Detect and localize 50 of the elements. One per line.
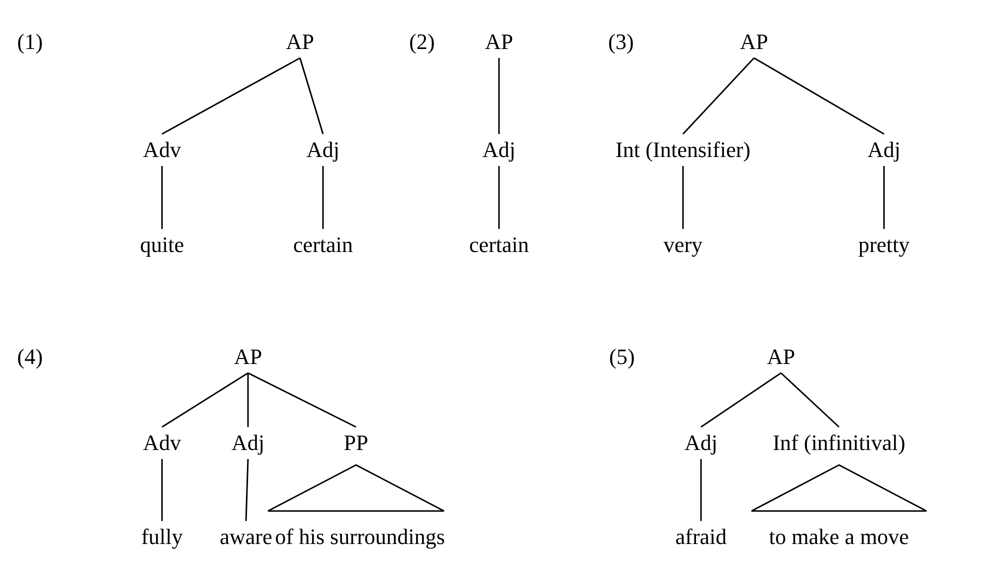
tree-branch [245,458,249,522]
triangle-shape [267,464,445,512]
tree-label: Adj [868,136,900,164]
tree-label: very [663,231,703,259]
example-number: (3) [608,28,634,56]
tree-branch [161,459,163,521]
tree-branch [883,166,885,229]
tree-label: certain [469,231,529,259]
tree-branch [498,166,500,229]
tree-label: Inf (infinitival) [772,429,906,457]
tree-branch [682,166,684,229]
tree-label: Adj [306,136,340,164]
tree-label: Int (Intensifier) [616,136,750,164]
tree-branch [754,57,884,135]
tree-branch [162,57,300,135]
triangle-shape [750,464,928,512]
example-number: (1) [17,28,43,56]
tree-branch [498,58,500,134]
tree-branch [161,166,163,229]
tree-label: AP [484,28,514,56]
tree-label: AP [286,28,314,56]
tree-label: aware [220,523,272,551]
tree-label: Adv [143,136,181,164]
tree-label: PP [344,429,368,457]
example-number: (5) [609,343,635,371]
tree-branch [247,373,249,427]
example-number: (2) [409,28,435,56]
tree-label: quite [140,231,184,259]
tree-label: Adj [232,429,264,457]
tree-branch [162,372,248,428]
tree-label: AP [740,28,768,56]
tree-branch [700,459,702,521]
tree-branch [700,372,782,428]
tree-label: Adj [684,429,718,457]
example-number: (4) [17,343,43,371]
tree-branch [322,166,324,229]
tree-label: of his surroundings [275,523,445,551]
tree-branch [299,58,324,134]
tree-branch [780,372,840,428]
tree-label: Adv [143,429,181,457]
tree-label: AP [766,343,796,371]
tree-label: to make a move [769,523,909,551]
tree-label: certain [293,231,353,259]
tree-label: afraid [675,523,727,551]
tree-label: fully [141,523,183,551]
tree-branch [682,57,755,135]
tree-branch [248,372,356,428]
tree-label: Adj [482,136,516,164]
tree-label: pretty [858,231,910,259]
tree-label: AP [234,343,262,371]
